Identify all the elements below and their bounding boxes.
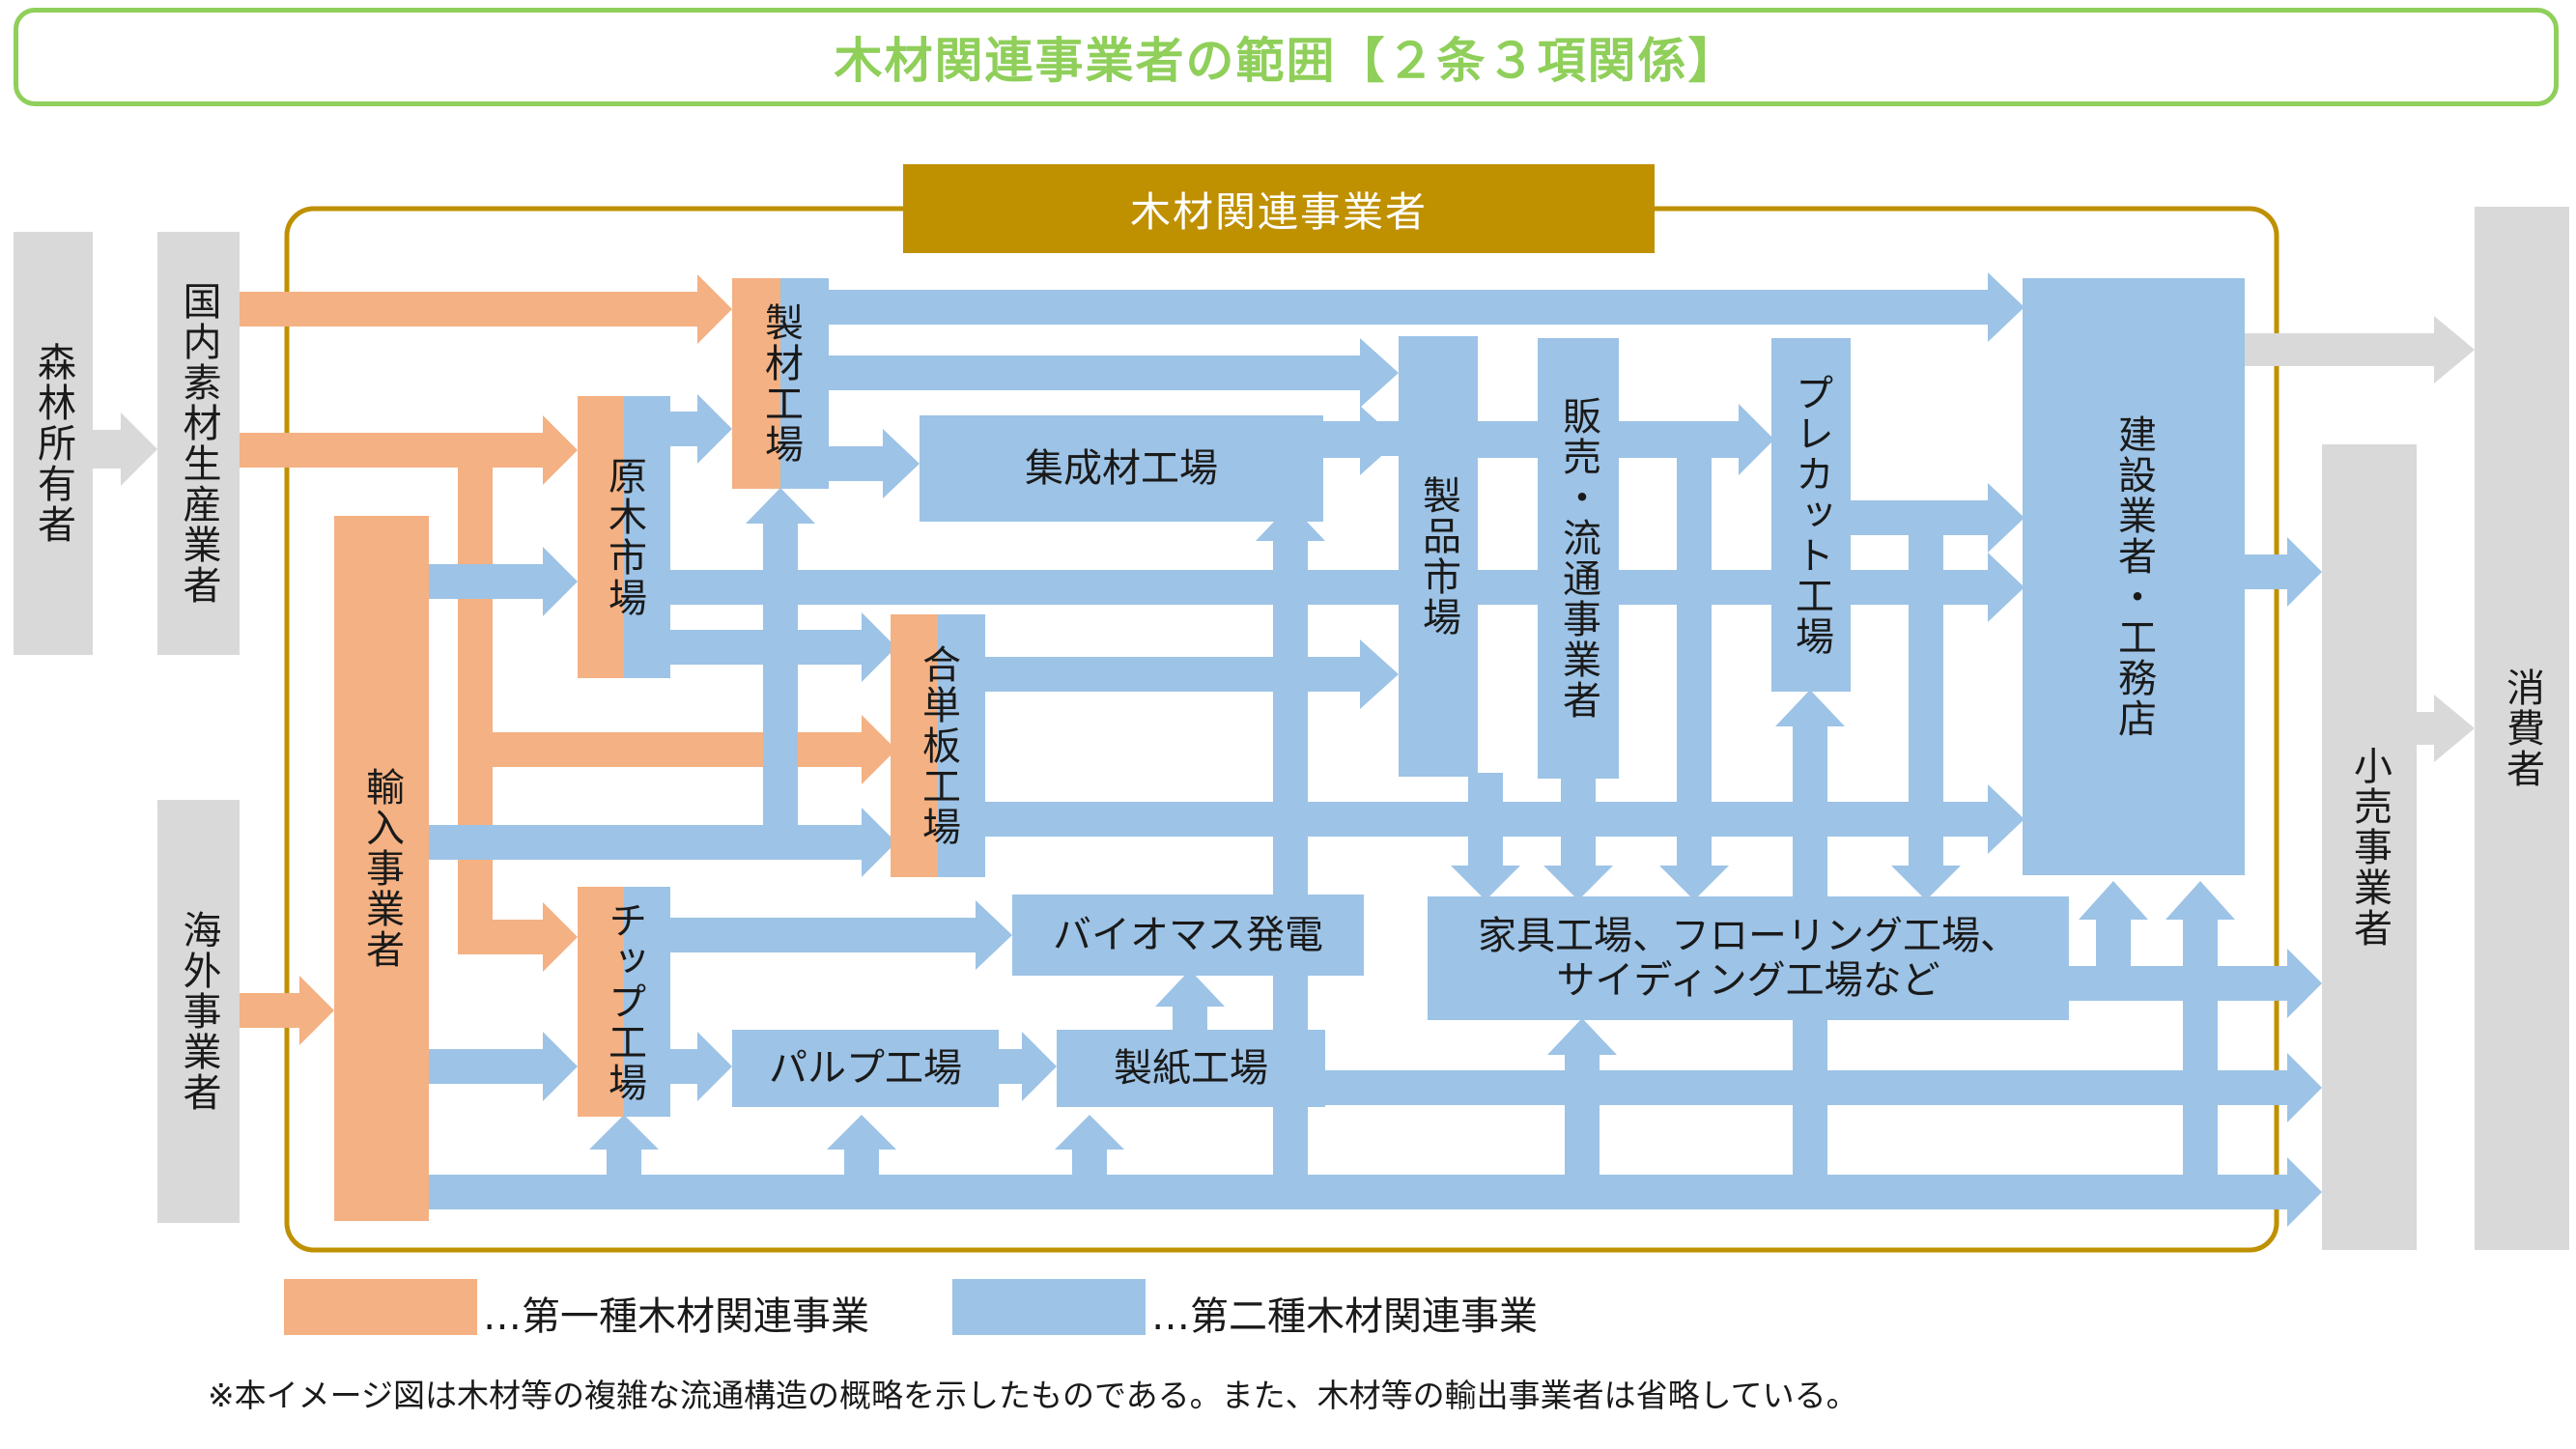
node-pulp: パルプ工場: [732, 1030, 999, 1107]
orange-arrows: [240, 274, 896, 1045]
node-furniture: 家具工場、フローリング工場、 サイディング工場など: [1428, 896, 2069, 1020]
arrow-up-to-builder: [2166, 881, 2235, 1175]
node-domestic-producer: 国内素材生産業者: [157, 232, 240, 655]
arrow-importer-up-to-glulam: [1256, 504, 1325, 1175]
node-glulam: 集成材工場: [920, 415, 1323, 522]
arrow-productmarket-down-to-furniture: [1451, 773, 1520, 900]
node-chip: チップ工場: [578, 887, 670, 1117]
arrow-pulp-to-paper: [999, 1032, 1057, 1101]
arrow-logmarket-to-plywood: [622, 612, 896, 682]
node-overseas: 海外事業者: [157, 800, 240, 1223]
arrow-importer-to-plywood: [429, 808, 896, 877]
arrow-sawmill-to-productmarket: [829, 338, 1399, 408]
arrow-overseas-to-importer: [240, 976, 334, 1045]
title-box: 木材関連事業者の範囲【２条３項関係】: [14, 8, 2559, 106]
arrow-chip-to-biomass: [670, 900, 1012, 970]
arrow-up-to-furniture: [1547, 1018, 1617, 1175]
furniture-line-1: 家具工場、フローリング工場、: [1478, 914, 2019, 958]
arrow-builder-trunk-down-to-furniture: [1891, 531, 1961, 900]
arrow-sawmill-to-builder: [829, 272, 2024, 342]
arrow-up-to-chip: [589, 1115, 659, 1175]
arrow-trunk-to-plywood: [493, 715, 896, 784]
node-builder: 建設業者・工務店: [2023, 278, 2245, 875]
arrow-furniture-up-to-builder: [2079, 881, 2148, 966]
orange-vertical-trunk: [458, 433, 493, 954]
node-retail: 小売事業者: [2322, 444, 2417, 1250]
node-consumer: 消費者: [2475, 207, 2569, 1250]
node-plywood: 合単板工場: [891, 614, 985, 877]
arrow-paper-to-biomass: [1155, 970, 1225, 1034]
arrow-precut-to-builder: [1841, 483, 2024, 553]
arrow-importer-to-chip: [429, 1032, 578, 1101]
arrow-trunk-to-chip: [458, 902, 578, 972]
node-paper: 製紙工場: [1057, 1030, 1325, 1107]
page-title: 木材関連事業者の範囲【２条３項関係】: [834, 33, 1739, 89]
arrow-producer-to-logmarket: [240, 415, 578, 485]
arrow-importer-to-retail: [429, 1157, 2322, 1227]
arrow-productmarket-to-precut: [1474, 406, 1773, 475]
node-sawmill: 製材工場: [732, 278, 829, 489]
arrow-producer-to-sawmill: [240, 274, 732, 344]
arrow-precut-trunk-down-to-furniture: [1659, 454, 1729, 900]
arrow-up-to-paper: [1055, 1115, 1124, 1175]
legend-first-swatch: [284, 1279, 477, 1335]
arrow-furniture-to-retail: [2067, 949, 2322, 1018]
footnote: ※本イメージ図は木材等の複雑な流通構造の概略を示したものである。また、木材等の輸…: [208, 1377, 1858, 1414]
node-precut: プレカット工場: [1771, 338, 1851, 692]
arrow-builder-to-retail: [2239, 537, 2322, 607]
legend-first-label: …第一種木材関連事業: [483, 1294, 869, 1339]
arrow-retail-to-consumer: [2415, 695, 2475, 762]
arrow-logmarket-to-builder: [622, 553, 2024, 622]
furniture-line-2: サイディング工場など: [1556, 958, 1940, 1003]
node-forest-owner: 森林所有者: [14, 232, 93, 655]
arrow-chip-to-pulp: [670, 1032, 732, 1101]
node-log-market: 原木市場: [578, 396, 670, 678]
arrow-importer-up-to-sawmill: [746, 488, 815, 837]
blue-arrows: [429, 272, 2322, 1227]
scope-header: 木材関連事業者: [903, 164, 1655, 253]
arrow-sawmill-to-glulam: [829, 429, 920, 498]
node-importer: 輸入事業者: [334, 516, 429, 1221]
gray-arrows: [93, 316, 2475, 762]
legend-second-swatch: [952, 1279, 1146, 1335]
arrow-plywood-to-productmarket: [985, 639, 1399, 709]
arrow-plywood-to-builder: [985, 784, 2024, 854]
arrow-importer-to-logmarket: [429, 547, 578, 616]
arrow-up-to-pulp: [827, 1115, 896, 1175]
legend-second-label: …第二種木材関連事業: [1151, 1294, 1538, 1339]
node-distribution: 販売・流通事業者: [1538, 338, 1619, 779]
node-product-market: 製品市場: [1399, 336, 1478, 777]
arrow-distribution-down-to-furniture: [1543, 773, 1613, 900]
arrow-builder-to-consumer: [2241, 316, 2475, 384]
arrow-owner-to-producer: [93, 412, 157, 486]
node-biomass: バイオマス発電: [1012, 895, 1364, 976]
